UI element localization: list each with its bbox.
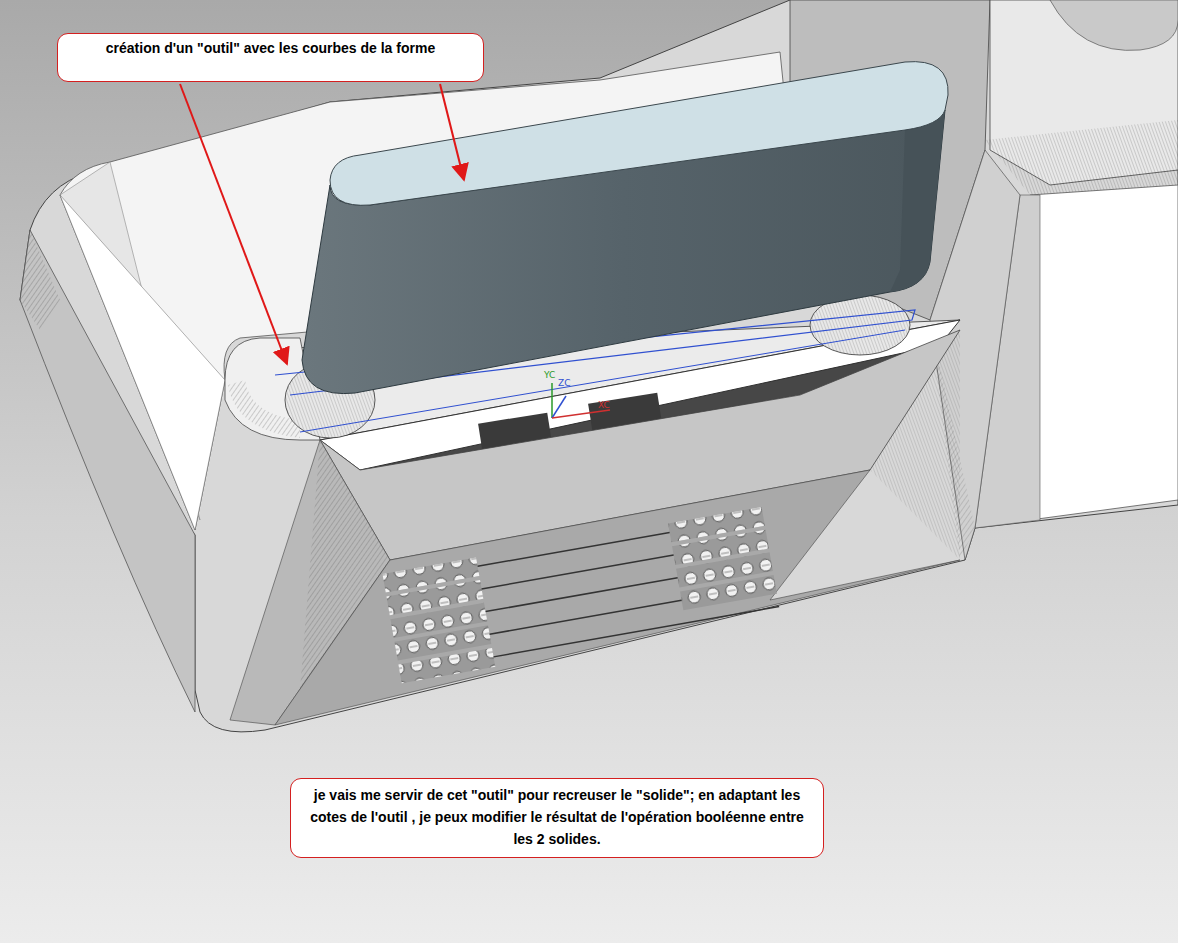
callout-box: création d'un "outil" avec les courbes d…: [57, 33, 484, 82]
callout-text: je vais me servir de cet "outil" pour re…: [301, 784, 813, 850]
axis-label: ZC: [558, 378, 570, 388]
axis-label: YC: [544, 370, 555, 380]
callout-text: création d'un "outil" avec les courbes d…: [76, 37, 465, 59]
axis-label: XC: [598, 400, 610, 410]
callout-box: je vais me servir de cet "outil" pour re…: [290, 778, 824, 858]
